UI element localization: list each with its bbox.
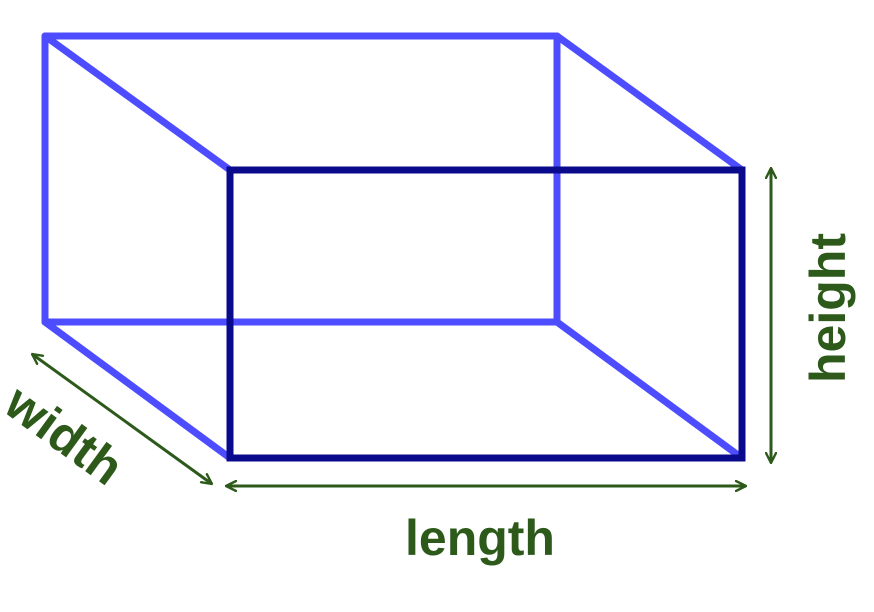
width-label: width <box>0 373 133 496</box>
width-arrow <box>32 352 212 486</box>
edge-top-right <box>553 32 746 174</box>
back-edges <box>41 32 746 462</box>
back-face <box>41 32 561 326</box>
edge-top-left <box>41 32 234 174</box>
height-label: height <box>800 233 856 383</box>
dimension-arrows <box>32 168 771 486</box>
length-label: length <box>405 510 555 566</box>
edge-bottom-right <box>553 318 746 462</box>
front-face <box>226 166 746 462</box>
